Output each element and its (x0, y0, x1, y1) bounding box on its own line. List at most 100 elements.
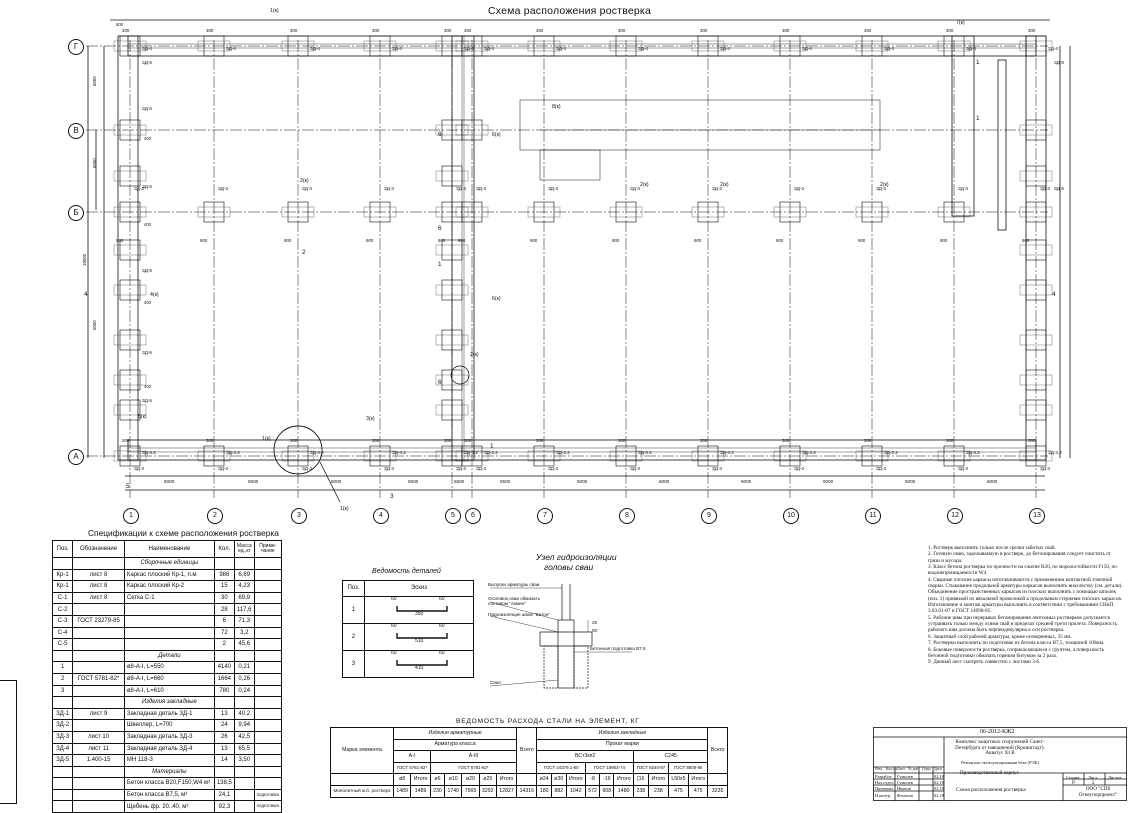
mark-callout: 4(к) (150, 292, 159, 298)
span-dimension: 6000 (741, 479, 752, 484)
steel-subheader: L50x5 (667, 773, 689, 786)
spec-cell-name: Бетон класса В20,F150,W4 м³ (123, 777, 215, 790)
spec-cell-name: Бетон класса В7,5, м³ (123, 788, 215, 802)
dim-label: 400 (144, 222, 152, 227)
plan-number: 6 (438, 379, 442, 386)
pile-label: ЗД-3 (1040, 466, 1050, 471)
pile-cap-zone (435, 170, 469, 182)
node-label-4: Свая (490, 680, 501, 685)
span-dimension: 5500 (500, 479, 511, 484)
pile-cap-zone (1019, 124, 1053, 136)
pile-cap (1025, 119, 1047, 141)
node-dim-50: 50 (592, 628, 598, 633)
spec-cell-mass: 69,9 (233, 591, 255, 605)
node-label-1: Оголовок сваи обмазать составом "Акмин" (488, 596, 541, 607)
pile-cap (461, 445, 483, 467)
steel-armature: Арматура класса (392, 738, 518, 752)
pile-cap-zone (1019, 244, 1053, 256)
stamp-date-2: 02.18 (934, 780, 944, 785)
dim-label: 300 (618, 28, 626, 33)
dim-label: 400 (144, 384, 152, 389)
details-row: 3 60 60 410 (342, 650, 475, 678)
pile-label: ЗД-3 (476, 186, 486, 191)
spec-cell-note (253, 672, 283, 686)
note-item: 9. Данный лист смотреть совместно с лист… (928, 659, 1041, 666)
pile-label: ЗД-3 (548, 186, 558, 191)
pile-cap (943, 201, 965, 223)
pile-label: ЗД-5 (142, 60, 152, 65)
note-item: 6. Защитный слой рабочей арматуры, кроме… (928, 633, 1072, 640)
spec-cell-pos: С-5 (51, 638, 74, 651)
spec-cell-mass: 0,24 (233, 684, 255, 698)
dim-label: 300 (1028, 438, 1036, 443)
pile-cap-zone (435, 284, 469, 296)
steel-subheader: ø6 (429, 773, 446, 786)
steel-title: ВЕДОМОСТЬ РАСХОДА СТАЛИ НА ЭЛЕМЕНТ, КГ (456, 718, 640, 725)
pile-label: ЗД-3.2 (392, 450, 406, 455)
pile-cap-zone (435, 334, 469, 346)
pile-cap (119, 279, 141, 301)
pile-cap-zone (197, 450, 231, 462)
note-item: 2. Готовую сваю, заделываемую в ростверк… (928, 551, 1111, 564)
spec-cell-note (253, 707, 283, 721)
steel-element: Монолитный ж.б. ростверк (330, 784, 394, 798)
dim-label: 300 (372, 438, 380, 443)
spec-cell-name: Щебень фр. 20..40, м³ (123, 800, 215, 813)
steel-subheader: ø10 (444, 773, 463, 786)
pile-label: ЗД-4 (720, 46, 730, 51)
spec-cell-des (72, 788, 125, 802)
mark-callout: 1(к) (270, 8, 279, 14)
spec-cell-pos: 1 (51, 661, 74, 674)
pile-label: ЗД-5 (1054, 186, 1064, 191)
spec-cell-des: лист 8 (72, 568, 125, 582)
dim-label: 300 (536, 438, 544, 443)
axis-bubble-col: 7 (537, 508, 553, 524)
dim-label: 400 (144, 300, 152, 305)
stamp-name-1: Гумилев (897, 774, 913, 779)
spec-cell-qty: 138,5 (213, 777, 235, 790)
pile-cap-zone (113, 404, 147, 416)
pile-cap-zone (435, 404, 469, 416)
pile-cap (779, 201, 801, 223)
steel-subheader: Итого (613, 773, 634, 786)
pile-cap (1025, 399, 1047, 421)
stamp-sheet-title: Схема расположения ростверка (956, 787, 1026, 793)
pile-label: ЗД-5 (142, 106, 152, 111)
pile-cap-zone (691, 206, 725, 218)
spec-h-note: Приме-чание (253, 540, 283, 558)
dim-label: 900 (284, 238, 292, 243)
spec-cell-note (253, 614, 283, 628)
spec-cell-qty: 13 (213, 707, 235, 721)
spec-cell-qty: 4140 (213, 661, 235, 674)
spec-cell-note (253, 684, 283, 698)
pile-label: ЗД-3 (302, 466, 312, 471)
spec-cell-note (253, 730, 283, 744)
node-label-3: Бетонная подготовка В7.5 (590, 646, 646, 651)
pile-label: ЗД-3.2 (142, 450, 156, 455)
axis-bubble-row: А (68, 449, 84, 465)
pile-cap (369, 201, 391, 223)
spec-cell-qty: 780 (213, 684, 235, 698)
spec-title: Спецификации к схеме расположения ростве… (88, 528, 279, 538)
steel-value: 180 (536, 784, 552, 798)
pile-cap-zone (113, 170, 147, 182)
spec-cell-des (72, 777, 125, 790)
stamp-col-header: Лист (897, 767, 905, 771)
spec-cell-note (253, 591, 283, 605)
pile-cap-zone (1019, 404, 1053, 416)
steel-subheader: Итого (687, 773, 709, 786)
spec-cell-pos: 3 (51, 684, 74, 698)
span-dimension: 6000 (164, 479, 175, 484)
dim-label: 300 (206, 28, 214, 33)
pile-cap-zone (1019, 284, 1053, 296)
dim-label: 300 (700, 438, 708, 443)
pile-label: ЗД-3.2 (884, 450, 898, 455)
dim-label: 300 (372, 28, 380, 33)
steel-value: 7565 (461, 784, 480, 798)
left-margin-strip (0, 680, 17, 804)
node-subtitle: головы сваи (544, 562, 594, 572)
pile-cap (441, 399, 463, 421)
spec-cell-des (72, 684, 125, 698)
